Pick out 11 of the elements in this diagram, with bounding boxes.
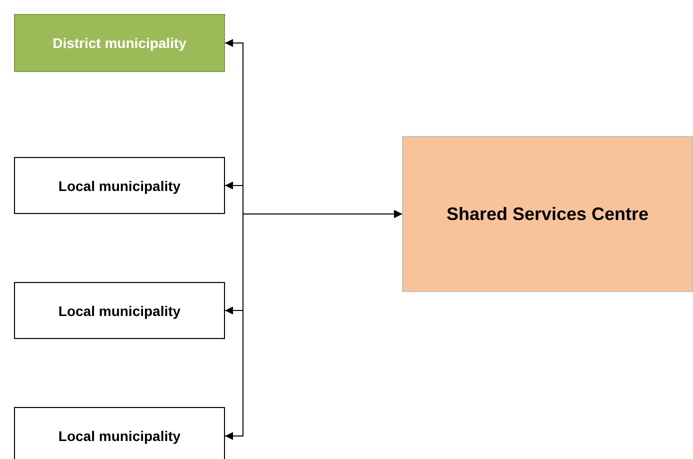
connector-arrow bbox=[224, 210, 402, 440]
municipality-box bbox=[14, 282, 225, 339]
municipality-box bbox=[14, 407, 225, 459]
node-label: Local municipality bbox=[58, 178, 181, 194]
node-label: District municipality bbox=[52, 35, 186, 51]
node-label: Local municipality bbox=[58, 428, 181, 444]
centre-box bbox=[402, 136, 693, 292]
node-label: Shared Services Centre bbox=[446, 204, 649, 224]
district-box bbox=[14, 14, 225, 72]
node-label: Local municipality bbox=[58, 302, 181, 318]
municipality-box bbox=[14, 157, 225, 214]
